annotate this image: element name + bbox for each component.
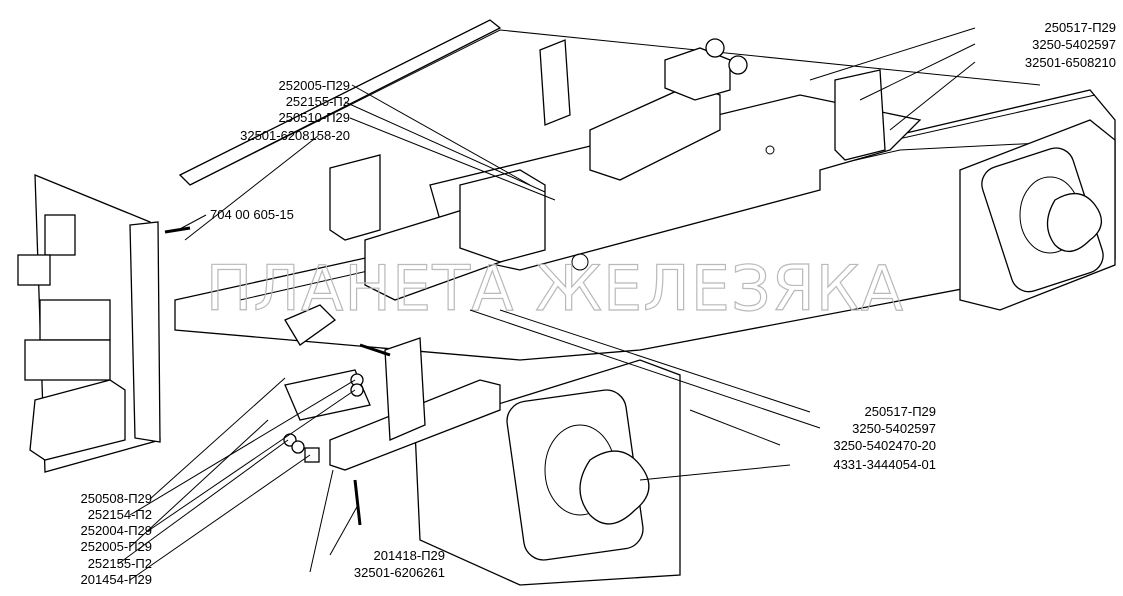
- part-label: 252004-П29: [80, 523, 152, 538]
- bolt: [164, 226, 191, 234]
- nut: [304, 447, 320, 463]
- part-label: 3250-5402597: [1032, 37, 1116, 52]
- plate-hole: [571, 253, 589, 271]
- rear-bracket-right: [834, 69, 886, 161]
- bolt: [353, 479, 362, 526]
- small-plate: [284, 369, 371, 421]
- part-label: 201418-П29: [373, 548, 445, 563]
- part-labels: 250517-П29 3250-5402597 32501-6508210 25…: [80, 20, 1116, 587]
- valve-block: [44, 214, 76, 256]
- part-label: 32501-6208158-20: [240, 128, 350, 143]
- part-label: 252005-П29: [80, 539, 152, 554]
- side-bracket: [384, 337, 426, 441]
- bolt: [359, 343, 391, 357]
- watermark: ПЛАНЕТА ЖЕЛЕЗЯКА: [206, 252, 904, 325]
- part-label: 704 00 605-15: [210, 207, 294, 222]
- upper-cylinder-mount: [664, 47, 731, 101]
- panel-angle: [129, 221, 161, 443]
- part-label: 250508-П29: [80, 491, 152, 506]
- part-label: 32501-6206261: [354, 565, 445, 580]
- upper-cylinder-cap: [705, 38, 725, 58]
- part-label: 252155-П2: [88, 556, 152, 571]
- lower-cylinder-bracket: [459, 169, 546, 263]
- part-label: 252154-П2: [88, 507, 152, 522]
- rear-bracket-left: [329, 154, 381, 241]
- part-label: 250510-П29: [278, 110, 350, 125]
- valve-base: [29, 379, 126, 461]
- lower-rod-clevis: [284, 304, 337, 346]
- part-label: 32501-6508210: [1025, 55, 1116, 70]
- rear-rail-edge: [189, 29, 1041, 186]
- rear-rail: [178, 19, 502, 186]
- upper-cylinder-cap: [728, 55, 748, 75]
- plate-hole: [765, 145, 775, 155]
- washer: [291, 440, 305, 454]
- leader-lines: [117, 27, 976, 581]
- assembly-drawing: [17, 19, 1116, 586]
- washer: [350, 383, 364, 397]
- part-label: 252155-П2: [286, 94, 350, 109]
- part-label: 4331-3444054-01: [833, 457, 936, 472]
- part-label: 250517-П29: [864, 404, 936, 419]
- part-label: 3250-5402597: [852, 421, 936, 436]
- valve-block: [39, 299, 111, 341]
- right-lamp-knob: [1046, 193, 1102, 252]
- part-label: 201454-П29: [80, 572, 152, 587]
- part-label: 250517-П29: [1044, 20, 1116, 35]
- rear-bracket-mid: [539, 39, 571, 126]
- part-label: 252005-П29: [278, 78, 350, 93]
- part-label: 3250-5402470-20: [833, 438, 936, 453]
- valve-block: [17, 254, 51, 286]
- left-lamp-knob: [579, 450, 650, 525]
- valve-block: [24, 339, 111, 381]
